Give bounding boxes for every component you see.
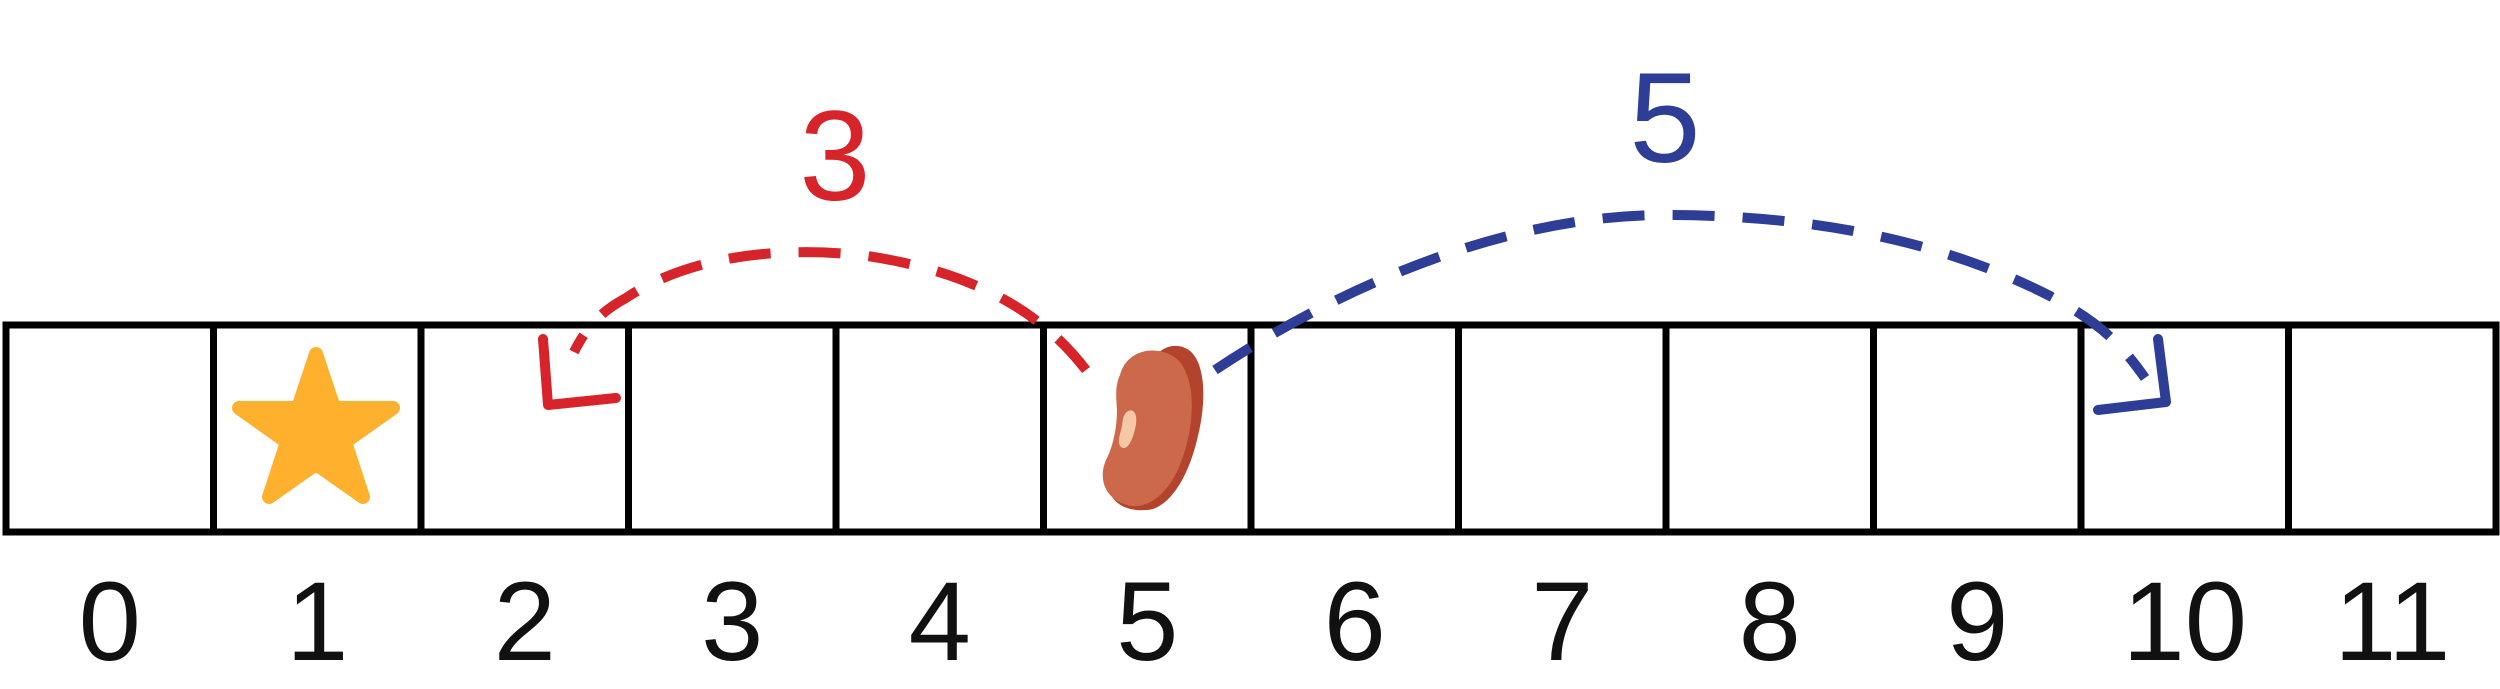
cell-label-0: 0 — [79, 559, 141, 684]
number-line-cell-2 — [417, 321, 632, 536]
cell-label-7: 7 — [1531, 559, 1593, 684]
jump-label-right: 5 — [1629, 47, 1700, 190]
jump-arrow-right — [1212, 209, 2171, 415]
number-line-cell-3 — [625, 321, 840, 536]
number-line-cell-8 — [1662, 321, 1877, 536]
number-line-cell-7 — [1455, 321, 1670, 536]
bean-icon — [1102, 345, 1204, 511]
cell-label-3: 3 — [701, 559, 763, 684]
jump-arrow-left — [538, 247, 1090, 410]
number-line-cell-10 — [2077, 321, 2292, 536]
cell-label-5: 5 — [1116, 559, 1178, 684]
cell-label-9: 9 — [1946, 559, 2008, 684]
cell-label-1: 1 — [286, 559, 348, 684]
cell-label-2: 2 — [494, 559, 556, 684]
cell-label-8: 8 — [1739, 559, 1801, 684]
number-line-cell-4 — [832, 321, 1047, 536]
number-line-cell-11 — [2285, 321, 2500, 536]
number-line-cell-0 — [2, 321, 217, 536]
star-icon — [232, 347, 400, 504]
cell-label-6: 6 — [1324, 559, 1386, 684]
cell-label-4: 4 — [909, 559, 971, 684]
cell-label-11: 11 — [2334, 559, 2450, 684]
number-line-grid — [2, 321, 2500, 536]
number-line-cell-6 — [1247, 321, 1462, 536]
number-line-labels: 0 1 2 3 4 5 6 7 8 9 10 11 — [79, 559, 2451, 684]
jump-label-left: 3 — [799, 85, 870, 228]
cell-label-10: 10 — [2122, 559, 2247, 684]
number-line-cell-9 — [1870, 321, 2085, 536]
